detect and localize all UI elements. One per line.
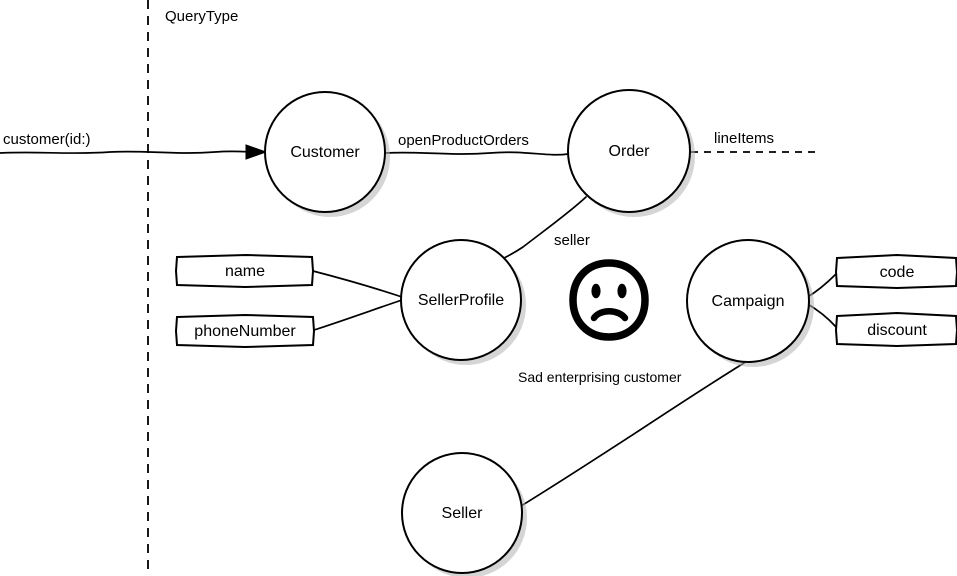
- sad-face-icon: [569, 259, 649, 341]
- attribute-box-code-shape[interactable]: [834, 253, 957, 290]
- attribute-box-phone-number[interactable]: phoneNumber: [174, 313, 316, 349]
- node-customer-label: Customer: [290, 144, 360, 161]
- sad-face-outline: [569, 259, 649, 341]
- attribute-box-phone-number-shape[interactable]: [174, 313, 316, 349]
- edge-label-seller: seller: [554, 232, 590, 249]
- attribute-box-name-label: name: [225, 263, 265, 280]
- node-order-circle[interactable]: [567, 89, 691, 213]
- node-sellerprofile-circle[interactable]: [400, 239, 522, 361]
- edge-phone-number-line: [313, 299, 403, 331]
- edge-open-product-orders-line: [384, 151, 569, 156]
- node-customer-circle[interactable]: [264, 91, 386, 213]
- attribute-box-discount-shape[interactable]: [834, 311, 957, 348]
- edge-seller-line: [503, 196, 587, 259]
- edge-name-line: [312, 270, 403, 298]
- attribute-box-name-shape[interactable]: [174, 253, 315, 289]
- node-seller-label: Seller: [442, 505, 484, 522]
- query-type-label: QueryType: [165, 8, 238, 25]
- customer-query-arrowhead: [245, 144, 268, 160]
- sad-face-left-eye: [591, 283, 601, 299]
- node-seller-circle[interactable]: [401, 452, 523, 574]
- node-campaign[interactable]: Campaign: [686, 239, 814, 367]
- node-campaign-label: Campaign: [712, 293, 785, 310]
- node-customer[interactable]: Customer: [264, 91, 390, 217]
- attribute-box-code-label: code: [880, 264, 915, 281]
- attribute-box-discount[interactable]: discount: [834, 311, 957, 348]
- attribute-box-name[interactable]: name: [174, 253, 315, 289]
- attribute-box-discount-label: discount: [867, 322, 927, 339]
- attribute-box-code[interactable]: code: [834, 253, 957, 290]
- customer-query-line: [0, 150, 265, 155]
- node-order[interactable]: Order: [567, 89, 695, 217]
- sad-face-right-eye: [617, 283, 627, 299]
- node-campaign-circle[interactable]: [686, 239, 810, 363]
- edge-seller-campaign-line: [520, 362, 745, 507]
- node-seller[interactable]: Seller: [401, 452, 527, 576]
- edge-label-line-items: lineItems: [714, 130, 774, 147]
- sad-face-caption: Sad enterprising customer: [518, 369, 682, 385]
- edge-customer-query: [0, 144, 268, 160]
- edge-label-open-product-orders: openProductOrders: [398, 132, 529, 149]
- attribute-box-phone-number-label: phoneNumber: [194, 323, 296, 340]
- node-order-label: Order: [609, 143, 651, 160]
- edge-label-customer-query: customer(id:): [3, 131, 91, 148]
- node-sellerprofile-label: SellerProfile: [418, 292, 504, 309]
- sad-face-frown-mouth: [590, 308, 629, 322]
- node-sellerprofile[interactable]: SellerProfile: [400, 239, 526, 365]
